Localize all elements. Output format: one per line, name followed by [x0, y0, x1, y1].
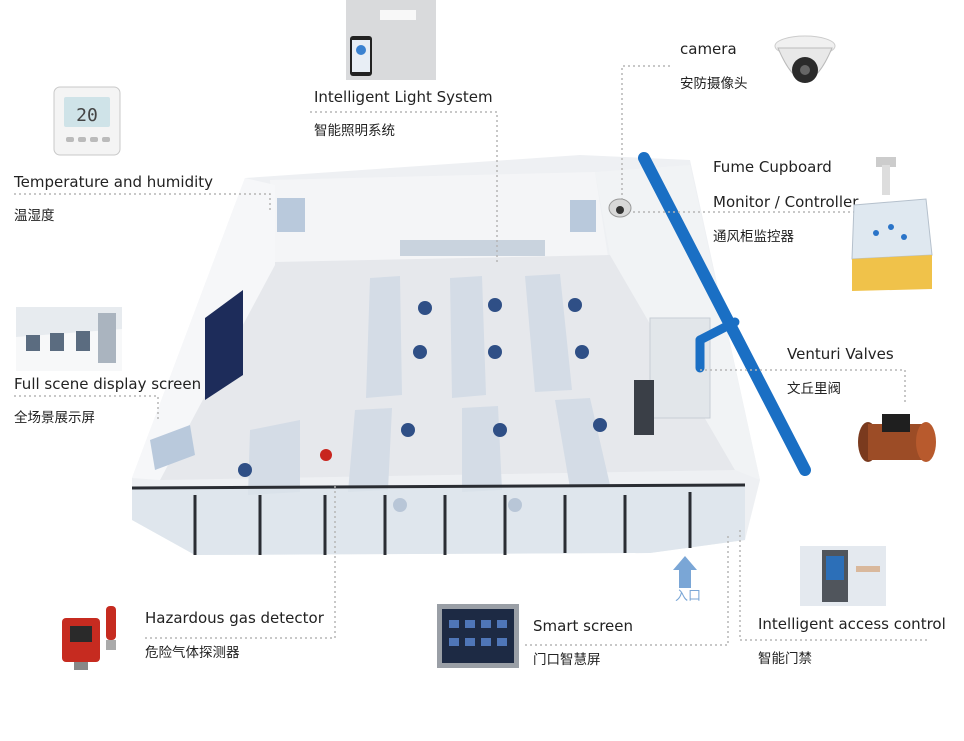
venturi-label-en: Venturi Valves: [787, 345, 894, 363]
thermostat-icon: 20: [53, 86, 121, 156]
display-label-en: Full scene display screen: [14, 375, 202, 393]
lab-bench: [348, 408, 392, 492]
lab-bench: [450, 276, 486, 398]
lab-bench: [248, 420, 300, 495]
venturi-valve-icon: [858, 414, 936, 462]
access-label-en: Intelligent access control: [758, 615, 946, 633]
fume-cupboard-icon: [851, 157, 933, 291]
phone-light-icon: [346, 0, 436, 80]
svg-text:20: 20: [76, 105, 98, 126]
back-right-door: [570, 200, 596, 232]
camera-label-cn: 安防摄像头: [680, 76, 748, 92]
venturi-label-cn: 文丘里阀: [787, 381, 841, 397]
gas-label-en: Hazardous gas detector: [145, 609, 324, 627]
glass-front-wall: [132, 485, 745, 555]
light-label-cn: 智能照明系统: [314, 123, 395, 139]
lab-bench: [525, 274, 572, 392]
camera-label-en: camera: [680, 40, 737, 58]
back-counter: [400, 240, 545, 256]
lab-bench: [366, 276, 402, 398]
camera-marker: [616, 206, 624, 214]
left-wall: [132, 178, 275, 480]
access-control-icon: [800, 546, 886, 606]
gas-detector-icon: [62, 606, 116, 670]
lab-bench: [462, 406, 502, 492]
fume-label-en-1: Fume Cupboard: [713, 158, 832, 176]
glass-mullions: [131, 483, 746, 555]
exhaust-duct: [638, 152, 811, 476]
smart-label-en: Smart screen: [533, 617, 634, 635]
back-left-door: [277, 198, 305, 232]
gas-label-cn: 危险气体探测器: [145, 645, 240, 661]
entrance-arrow: [673, 556, 697, 588]
dome-camera-icon: [774, 35, 836, 83]
access-label-cn: 智能门禁: [758, 651, 812, 667]
display-label-cn: 全场景展示屏: [14, 410, 95, 426]
left-door: [150, 425, 195, 470]
leader-lines: [14, 65, 930, 646]
smart-screen-icon: [437, 604, 519, 668]
thermostat-label-en: Temperature and humidity: [14, 173, 214, 191]
cabinet-panel: [634, 380, 654, 435]
smart-label-cn: 门口智慧屏: [533, 652, 601, 668]
fume-label-cn: 通风柜监控器: [713, 229, 794, 245]
wall-display-screen: [205, 290, 243, 400]
thermostat-label-cn: 温湿度: [14, 208, 55, 224]
lab-bench: [555, 398, 610, 488]
light-label-en: Intelligent Light System: [314, 88, 493, 106]
gas-detector-marker: [320, 449, 332, 461]
fume-label-en-2: Monitor / Controller: [713, 193, 859, 211]
display-screen-icon: [16, 307, 122, 371]
entrance-label: 入口: [675, 589, 702, 604]
